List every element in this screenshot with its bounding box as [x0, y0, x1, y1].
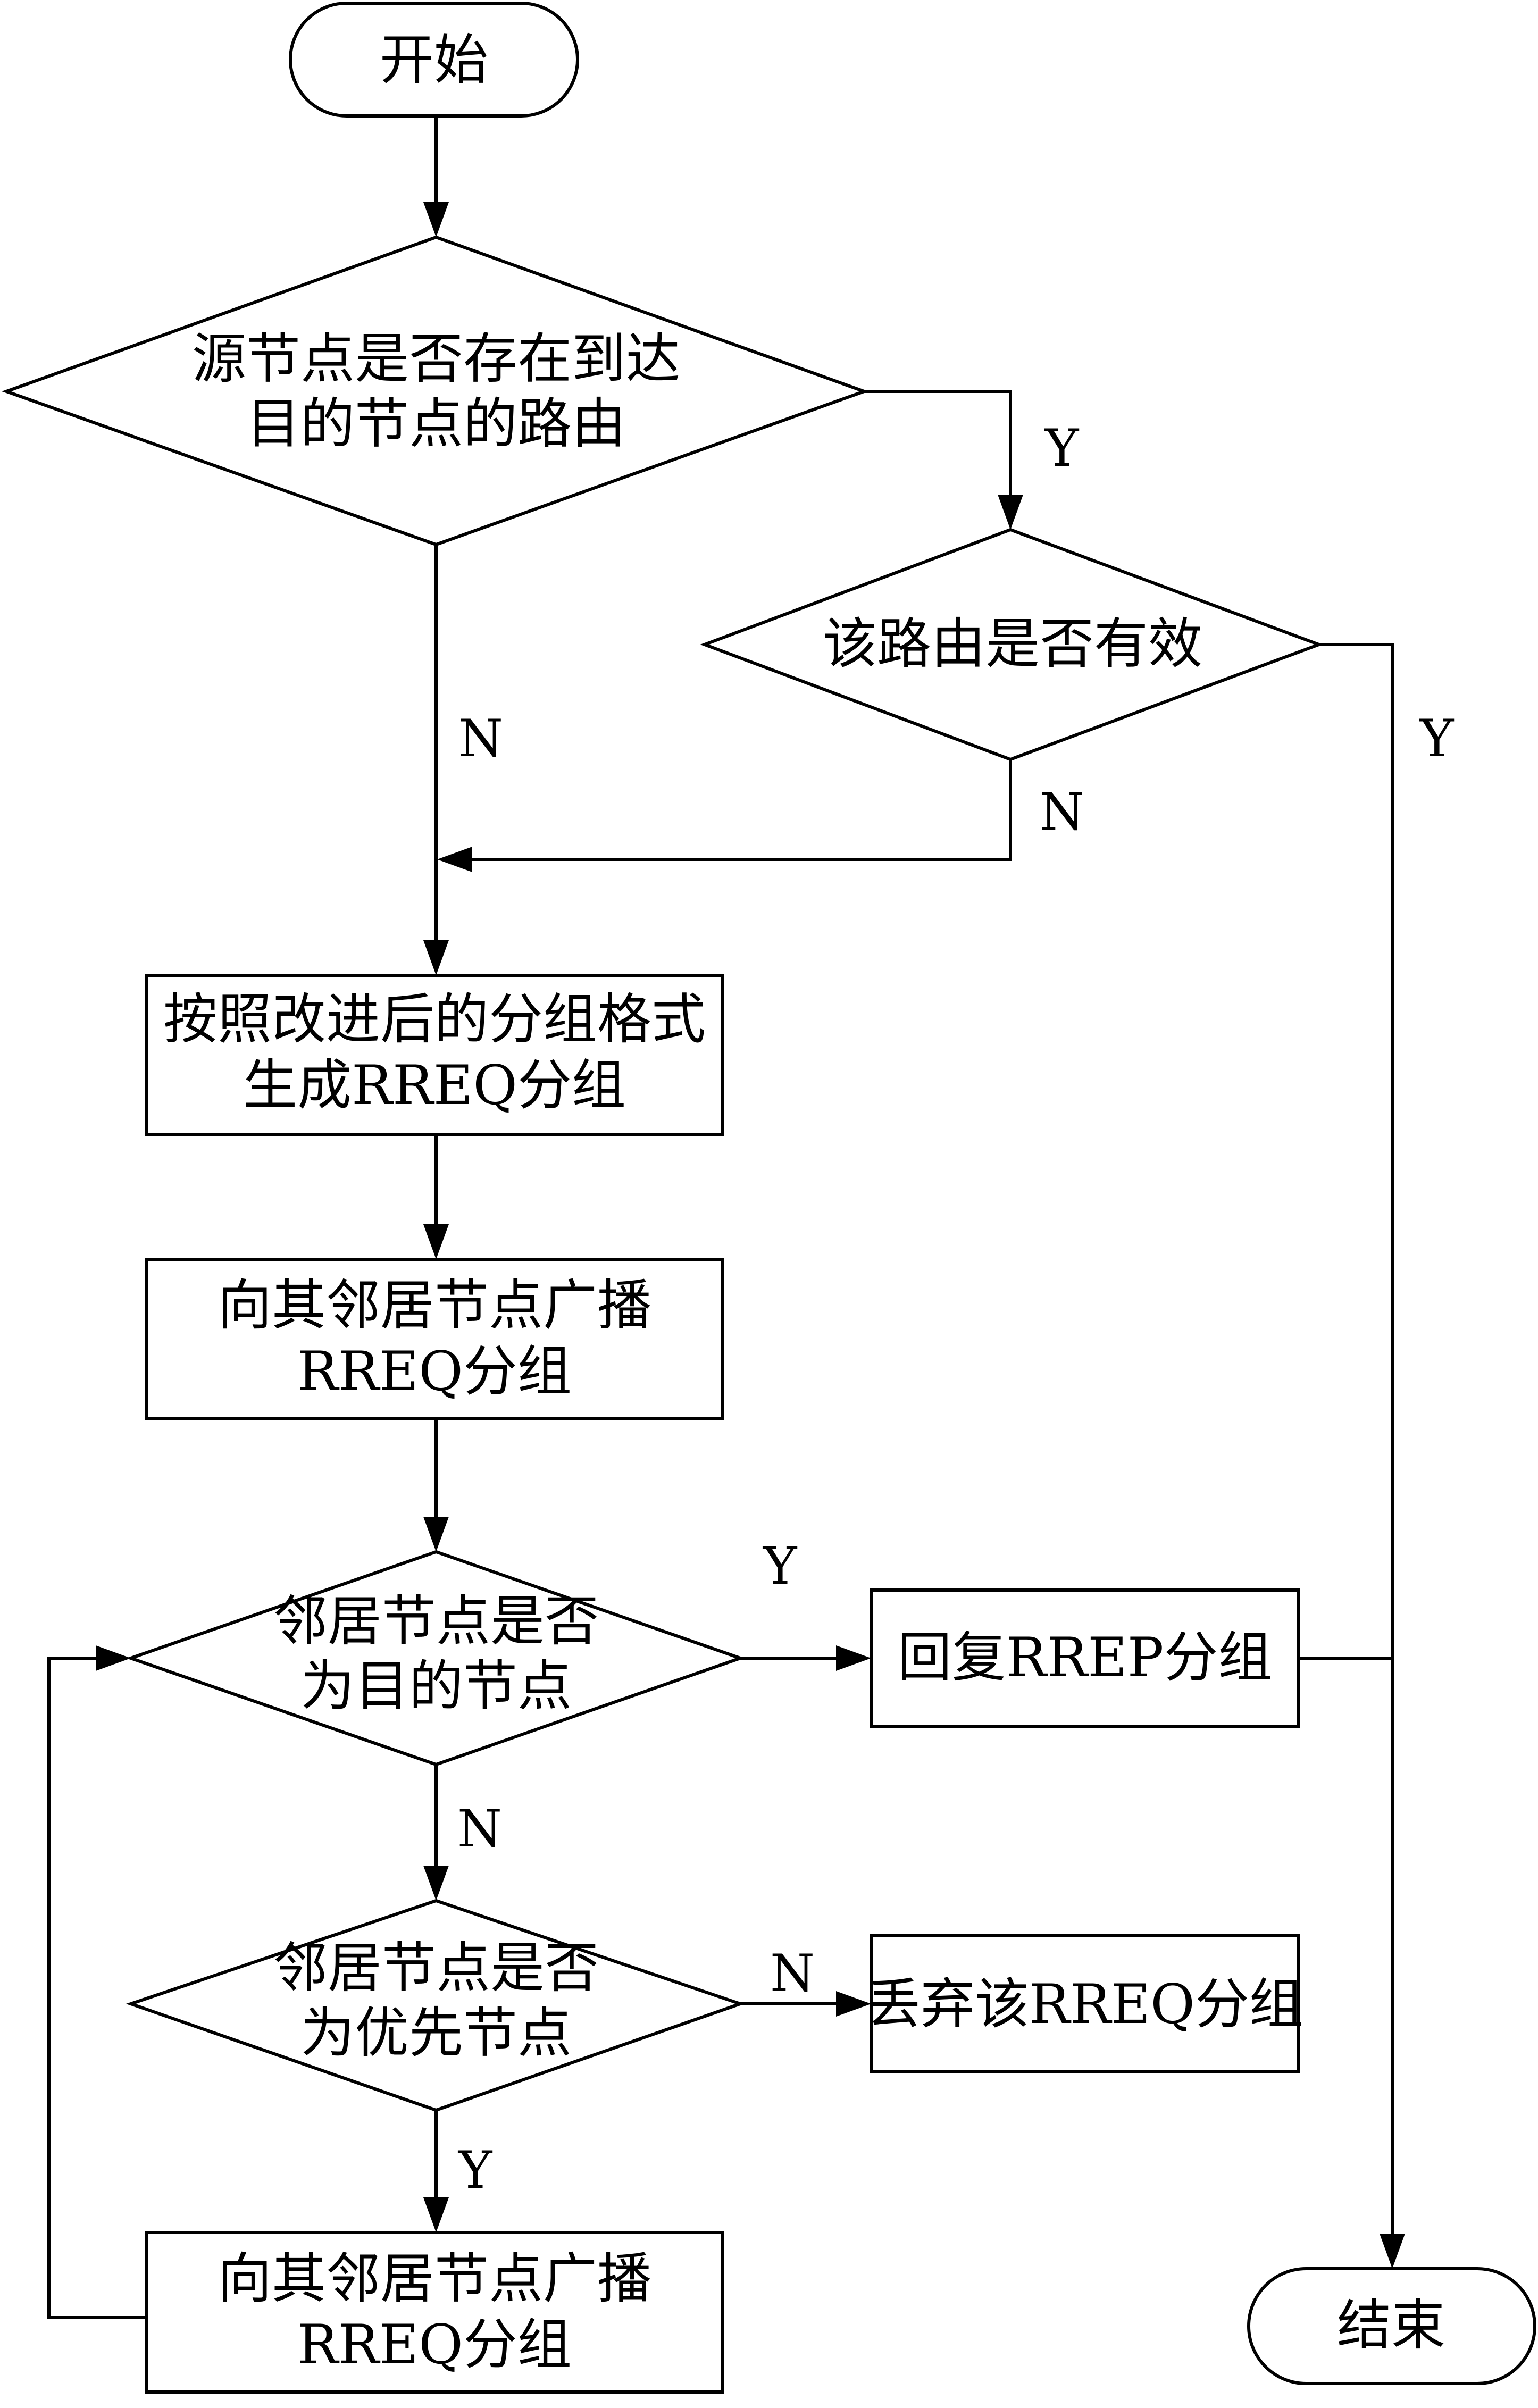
reply-rrep-process: 回复RREP分组: [870, 1588, 1300, 1728]
svg-text:目的节点的路由: 目的节点的路由: [246, 392, 626, 456]
broadcast-rreq-process-2: 向其邻居节点广播 RREQ分组: [145, 2231, 724, 2394]
svg-text:开始: 开始: [380, 29, 488, 92]
label-is-destination-yes: Y: [762, 1536, 798, 1596]
svg-text:该路由是否有效: 该路由是否有效: [823, 613, 1202, 676]
end-terminal: 结束: [1247, 2267, 1536, 2385]
label-route-exists-no: N: [458, 709, 503, 768]
start-terminal: 开始: [289, 2, 579, 118]
svg-text:生成RREQ分组: 生成RREQ分组: [243, 1054, 626, 1117]
broadcast-rreq-process-1: 向其邻居节点广播 RREQ分组: [145, 1258, 724, 1420]
is-priority-decision: 邻居节点是否 为优先节点: [126, 1899, 746, 2112]
svg-text:RREQ分组: RREQ分组: [297, 1340, 572, 1403]
svg-text:按照改进后的分组格式: 按照改进后的分组格式: [163, 988, 706, 1051]
label-route-valid-yes: Y: [1419, 709, 1455, 768]
svg-text:向其邻居节点广播: 向其邻居节点广播: [218, 1274, 651, 1337]
label-is-destination-no: N: [457, 1799, 502, 1859]
svg-text:为目的节点: 为目的节点: [300, 1655, 572, 1718]
svg-text:RREQ分组: RREQ分组: [297, 2313, 572, 2377]
svg-text:源节点是否存在到达: 源节点是否存在到达: [192, 328, 680, 391]
connectors: [47, 116, 1405, 2319]
label-is-priority-yes: Y: [457, 2141, 493, 2200]
label-route-exists-yes: Y: [1044, 419, 1080, 478]
edge-labels: Y N Y N Y N N Y: [457, 419, 1455, 2200]
svg-text:为优先节点: 为优先节点: [300, 2002, 572, 2065]
is-destination-decision: 邻居节点是否 为目的节点: [126, 1550, 746, 1767]
svg-text:结束: 结束: [1337, 2294, 1445, 2357]
svg-text:邻居节点是否: 邻居节点是否: [273, 1590, 599, 1653]
label-route-valid-no: N: [1040, 782, 1084, 842]
svg-text:丢弃该RREQ分组: 丢弃该RREQ分组: [866, 1973, 1303, 2036]
discard-rreq-process: 丢弃该RREQ分组: [866, 1934, 1303, 2073]
svg-text:回复RREP分组: 回复RREP分组: [898, 1626, 1273, 1690]
svg-text:向其邻居节点广播: 向其邻居节点广播: [218, 2247, 651, 2311]
svg-text:邻居节点是否: 邻居节点是否: [273, 1937, 599, 2000]
route-exists-decision: 源节点是否存在到达 目的节点的路由: [2, 235, 869, 547]
generate-rreq-process: 按照改进后的分组格式 生成RREQ分组: [145, 974, 724, 1136]
label-is-priority-no: N: [770, 1944, 815, 2003]
route-valid-decision: 该路由是否有效: [700, 528, 1324, 762]
